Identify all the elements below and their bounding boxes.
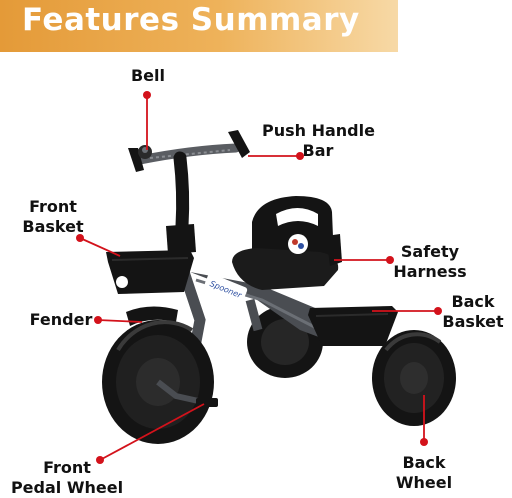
page-title: Features Summary [22,2,360,38]
push-handle-bar [128,130,250,233]
callout-push-handle-bar-line1: Push Handle [262,121,375,140]
callout-front-basket-line1: Front [29,197,77,216]
back-basket [308,306,398,346]
back-wheel [372,330,456,426]
title-banner: Features Summary [0,0,398,52]
tricycle-illustration: Spooner [76,91,456,464]
callout-bell-label: Bell [130,66,165,85]
callout-push-handle-bar-line2: Bar [302,141,334,160]
callout-bell: Bell [128,66,168,86]
callout-front-basket-line2: Basket [22,217,84,236]
callout-back-wheel-line2: Wheel [395,473,453,492]
callout-back-wheel: Back Wheel [394,453,454,493]
front-basket [106,224,196,294]
callout-front-pedal-wheel-line2: Pedal Wheel [10,478,124,497]
callout-safety-harness: Safety Harness [392,242,468,282]
callout-front-pedal-wheel: Front Pedal Wheel [8,458,126,498]
callout-front-pedal-wheel-line1: Front [43,458,91,477]
callout-back-basket: Back Basket [442,292,504,332]
callout-back-basket-line2: Basket [442,312,504,331]
tricycle-badge-icon [288,234,308,254]
callout-fender-label: Fender [29,310,93,329]
callout-fender: Fender [28,310,94,330]
callout-front-basket: Front Basket [20,197,86,237]
safety-harness [326,234,342,266]
callout-back-wheel-line1: Back [402,453,446,472]
callout-back-basket-line1: Back [451,292,495,311]
callout-dots [76,91,442,464]
leader-lines [79,95,438,461]
callout-push-handle-bar: Push Handle Bar [262,121,375,161]
callout-safety-harness-line2: Harness [393,262,467,281]
callout-safety-harness-line1: Safety [400,242,460,261]
seat [232,196,342,290]
front-pedal-wheel [102,320,218,444]
